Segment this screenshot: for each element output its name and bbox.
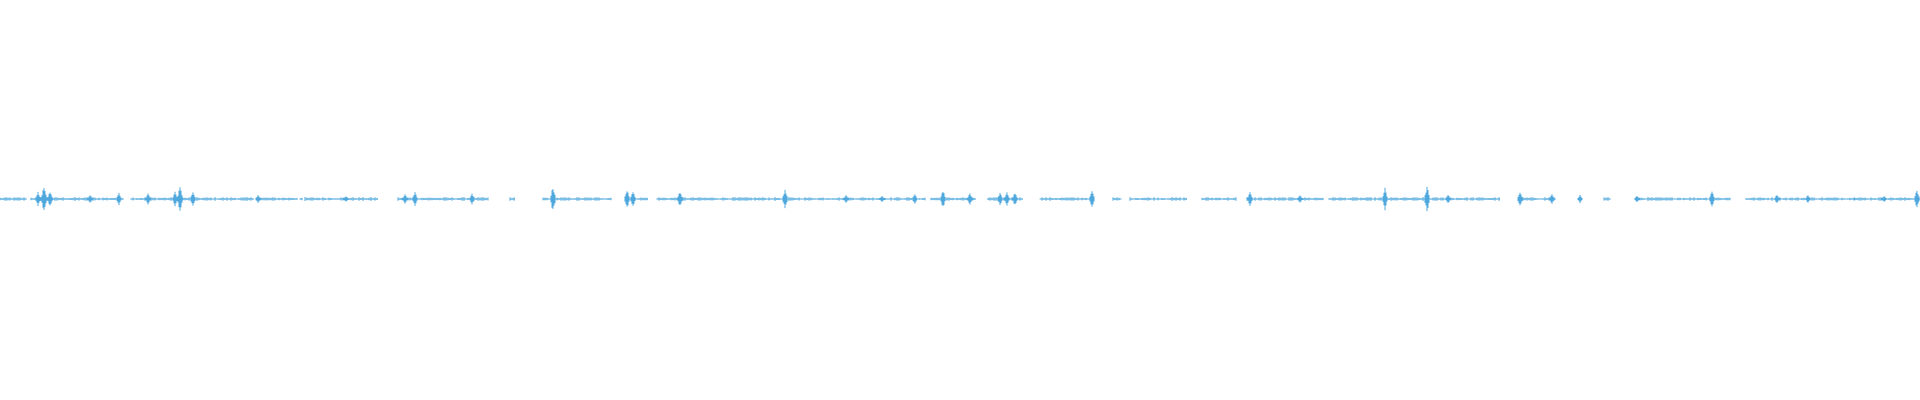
waveform-bars [0,186,1920,212]
